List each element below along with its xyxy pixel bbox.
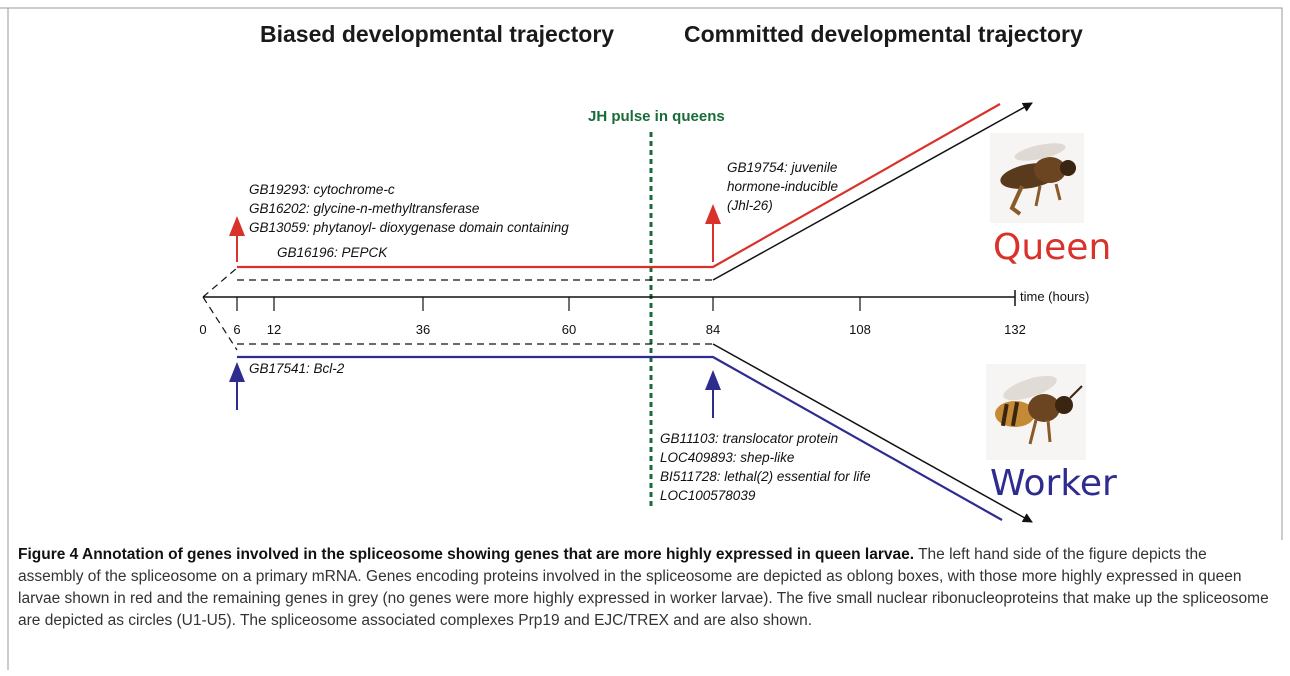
worker-branch-dashed — [202, 296, 238, 351]
queen-trajectory-line — [237, 103, 1001, 269]
queen-late-gene-2: hormone-inducible — [727, 179, 838, 194]
worker-late-gene-2: LOC409893: shep-like — [660, 450, 794, 465]
queen-label: Queen — [993, 227, 1111, 268]
caption-body: The left hand side of the figure depicts… — [18, 546, 1269, 629]
worker-late-gene-3: BI511728: lethal(2) essential for life — [660, 469, 871, 484]
queen-early-gene-1: GB19293: cytochrome-c — [249, 182, 395, 197]
tick-label-12: 12 — [267, 322, 281, 337]
worker-bee-photo — [986, 364, 1086, 460]
worker-late-gene-4: LOC100578039 — [660, 488, 756, 503]
figure-caption: Figure 4 Annotation of genes involved in… — [18, 544, 1273, 632]
tick-label-132: 132 — [1004, 322, 1026, 337]
worker-late-gene-1: GB11103: translocator protein — [660, 431, 838, 446]
queen-early-gene-2: GB16202: glycine-n-methyltransferase — [249, 201, 479, 216]
queen-branch-dashed — [202, 267, 238, 298]
caption-title: Figure 4 Annotation of genes involved in… — [18, 546, 915, 563]
queen-expression-arrow-late — [705, 204, 721, 262]
tick-label-84: 84 — [706, 322, 720, 337]
queen-late-gene-1: GB19754: juvenile — [727, 160, 837, 175]
worker-trajectory-arrow — [712, 343, 1033, 523]
biased-trajectory-heading: Biased developmental trajectory — [260, 21, 614, 47]
worker-label: Worker — [990, 463, 1117, 504]
tick-label-60: 60 — [562, 322, 576, 337]
tick-label-36: 36 — [416, 322, 430, 337]
worker-trajectory-line — [237, 355, 1003, 521]
queen-trajectory-arrow — [712, 102, 1033, 281]
frame-border — [0, 7, 1283, 540]
worker-early-gene-1: GB17541: Bcl-2 — [249, 361, 345, 376]
queen-early-gene-4: GB16196: PEPCK — [277, 245, 388, 260]
worker-expression-arrow-late — [705, 370, 721, 418]
jh-pulse-label: JH pulse in queens — [588, 108, 725, 125]
committed-trajectory-heading: Committed developmental trajectory — [684, 21, 1083, 47]
queen-late-gene-3: (Jhl-26) — [727, 198, 773, 213]
axis-ticks: 0 6 12 36 60 84 108 132 — [199, 297, 1026, 337]
tick-label-108: 108 — [849, 322, 871, 337]
axis-label: time (hours) — [1020, 289, 1089, 304]
queen-expression-arrow-early — [229, 216, 245, 262]
tick-label-0: 0 — [199, 322, 206, 337]
queen-bee-photo — [990, 133, 1084, 223]
worker-expression-arrow-early — [229, 362, 245, 410]
tick-label-6: 6 — [233, 322, 240, 337]
queen-early-gene-3: GB13059: phytanoyl- dioxygenase domain c… — [249, 220, 569, 235]
